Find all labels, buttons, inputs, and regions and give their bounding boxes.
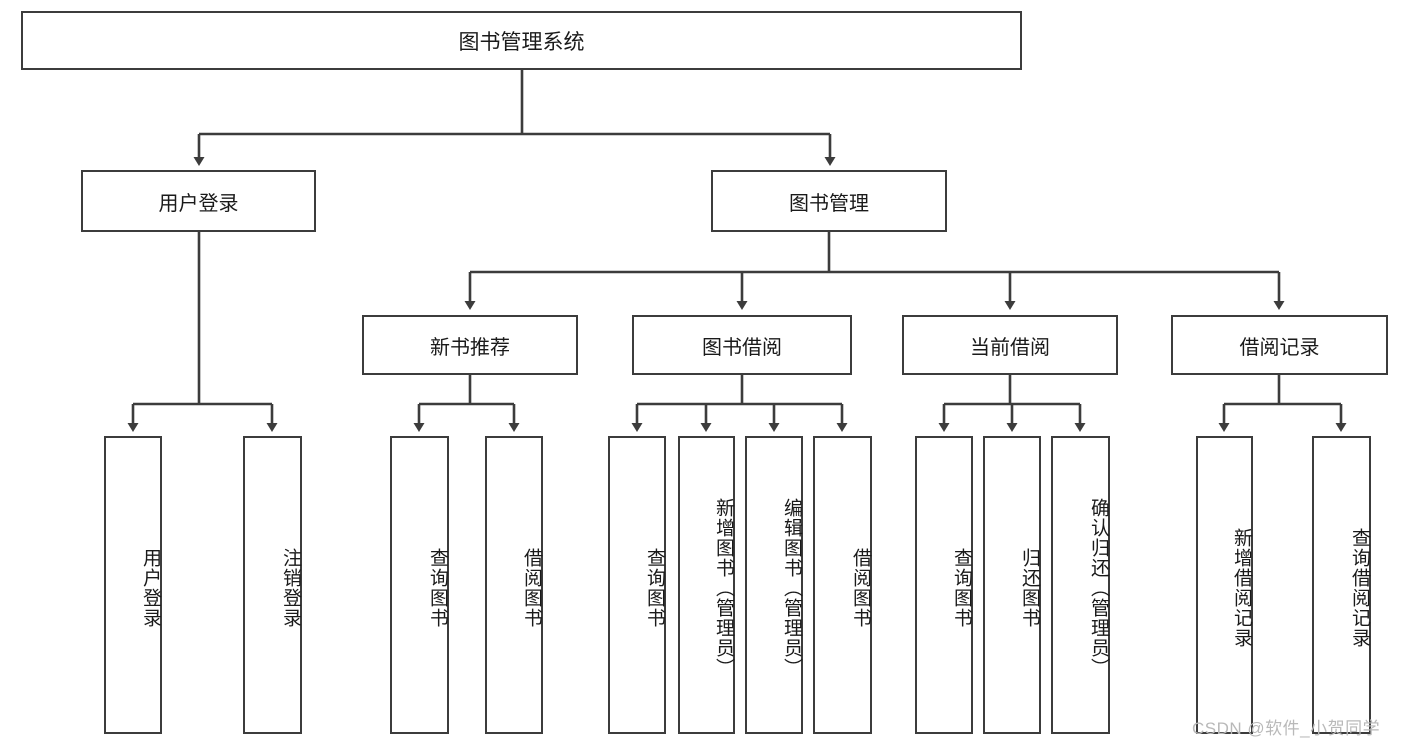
leaf-user-logout-label: 注销登录 <box>280 548 301 628</box>
node-current-borrow[interactable]: 当前借阅 <box>902 315 1118 375</box>
leaf-user-login[interactable]: 用户登录 <box>104 436 162 734</box>
node-user-login-label: 用户登录 <box>158 192 239 215</box>
leaf-query-book-1[interactable]: 查询图书 <box>390 436 449 734</box>
leaf-query-record[interactable]: 查询借阅记录 <box>1312 436 1371 734</box>
leaf-confirm-return-label: 确认归还（管理员） <box>1088 498 1109 678</box>
csdn-watermark: CSDN @软件_小贺同学 <box>1192 719 1381 738</box>
leaf-query-book-3-label: 查询图书 <box>951 548 972 628</box>
leaf-borrow-book-2-label: 借阅图书 <box>850 548 871 628</box>
leaf-query-record-label: 查询借阅记录 <box>1349 528 1370 648</box>
leaf-query-book-3[interactable]: 查询图书 <box>915 436 973 734</box>
node-new-book-recommend-label: 新书推荐 <box>430 336 510 359</box>
leaf-query-book-2-label: 查询图书 <box>644 548 665 628</box>
leaf-query-book-1-label: 查询图书 <box>427 548 448 628</box>
leaf-return-book-label: 归还图书 <box>1019 548 1040 628</box>
node-book-borrow-label: 图书借阅 <box>702 336 782 359</box>
leaf-borrow-book-1-label: 借阅图书 <box>521 548 542 628</box>
leaf-confirm-return[interactable]: 确认归还（管理员） <box>1051 436 1110 734</box>
leaf-add-record[interactable]: 新增借阅记录 <box>1196 436 1253 734</box>
leaf-user-login-label: 用户登录 <box>140 548 161 628</box>
leaf-add-record-label: 新增借阅记录 <box>1231 528 1252 648</box>
node-new-book-recommend[interactable]: 新书推荐 <box>362 315 578 375</box>
leaf-add-book-label: 新增图书（管理员） <box>713 498 734 678</box>
node-borrow-record-label: 借阅记录 <box>1239 336 1320 359</box>
leaf-edit-book-label: 编辑图书（管理员） <box>781 498 802 678</box>
node-book-borrow[interactable]: 图书借阅 <box>632 315 852 375</box>
leaf-borrow-book-2[interactable]: 借阅图书 <box>813 436 872 734</box>
leaf-return-book[interactable]: 归还图书 <box>983 436 1041 734</box>
leaf-borrow-book-1[interactable]: 借阅图书 <box>485 436 543 734</box>
node-root-label: 图书管理系统 <box>458 30 585 54</box>
leaf-user-logout[interactable]: 注销登录 <box>243 436 302 734</box>
node-root[interactable]: 图书管理系统 <box>21 11 1022 70</box>
leaf-edit-book[interactable]: 编辑图书（管理员） <box>745 436 803 734</box>
node-user-login[interactable]: 用户登录 <box>81 170 316 232</box>
node-book-manage[interactable]: 图书管理 <box>711 170 947 232</box>
node-current-borrow-label: 当前借阅 <box>970 336 1050 359</box>
leaf-query-book-2[interactable]: 查询图书 <box>608 436 666 734</box>
node-borrow-record[interactable]: 借阅记录 <box>1171 315 1388 375</box>
node-book-manage-label: 图书管理 <box>789 192 869 215</box>
leaf-add-book[interactable]: 新增图书（管理员） <box>678 436 735 734</box>
